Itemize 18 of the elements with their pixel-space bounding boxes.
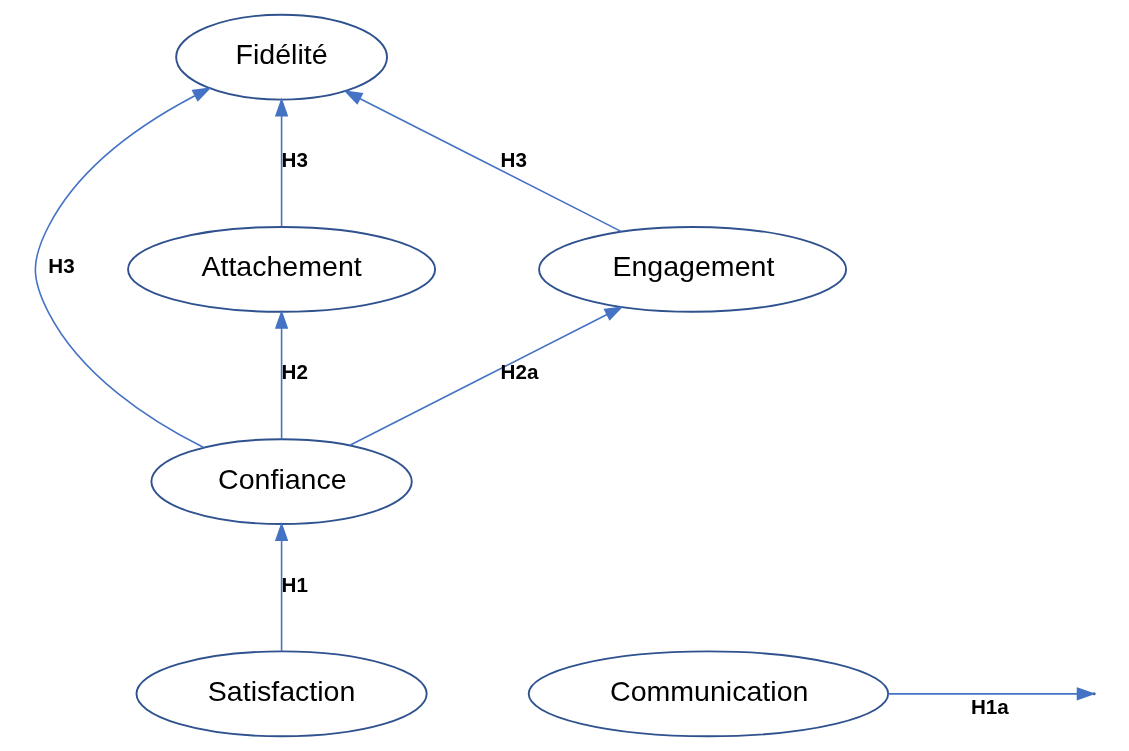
edge-label: H3 (47, 254, 75, 278)
edge-label: H1a (970, 694, 1009, 718)
arrow (348, 306, 623, 447)
node-ellipse: Confiance (149, 438, 413, 525)
edge-label: H3 (281, 148, 308, 172)
node-ellipse: Attachement (126, 226, 436, 313)
edge-label: H1 (281, 572, 308, 596)
node-ellipse: Satisfaction (135, 650, 428, 738)
arrow (274, 97, 288, 228)
edge-label: H2a (500, 360, 538, 384)
arrow (342, 90, 622, 233)
edge-label: H3 (500, 148, 527, 172)
arrow (34, 87, 212, 449)
node-ellipse: Engagement (537, 226, 847, 313)
arrow (274, 309, 288, 440)
arrow (274, 522, 288, 652)
edge-label: H2 (281, 360, 308, 384)
node-ellipse: Communication (527, 650, 889, 738)
